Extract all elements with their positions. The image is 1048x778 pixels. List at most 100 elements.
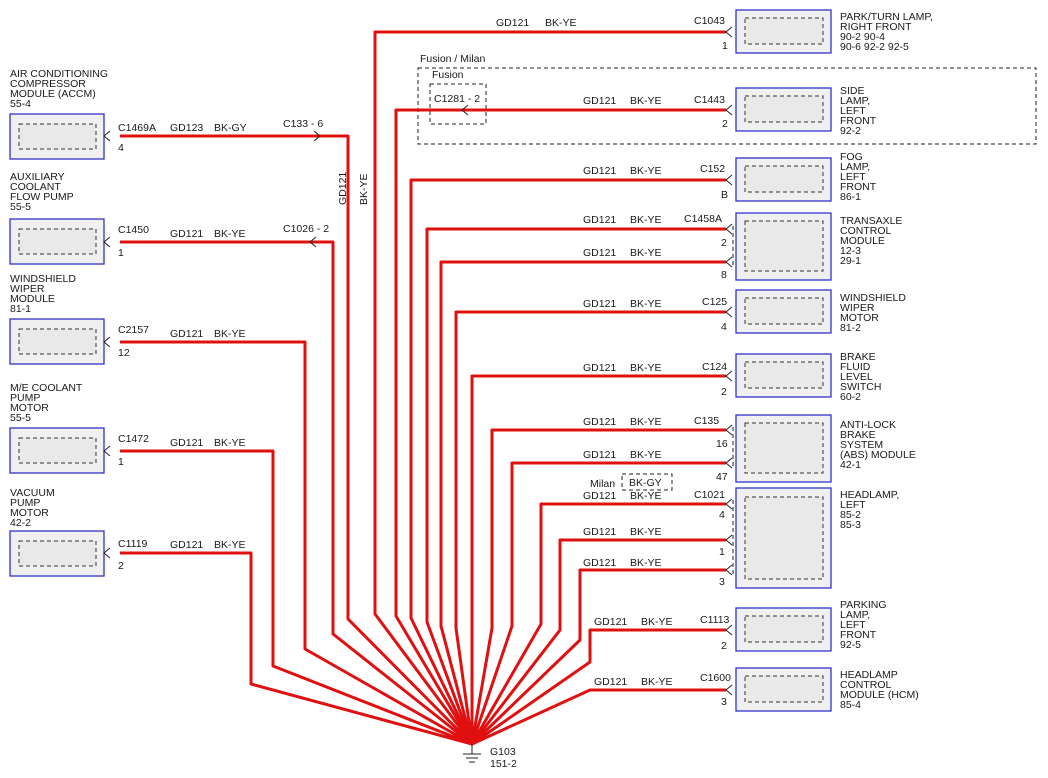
inline-connector-c133-arrow [313,130,321,142]
connector-id: C1113 [700,614,730,626]
circuit-id: GD121 [594,676,627,688]
pin-number: 12 [118,347,130,359]
wire-accm[interactable] [120,134,474,746]
pin-number: 4 [721,321,727,333]
wire-headlamp-1[interactable] [470,538,726,745]
wire-brake-fluid[interactable] [470,374,726,744]
circuit-id: GD121 [583,214,616,226]
connector-id: C2157 [118,324,149,336]
circuit-id: GD121 [170,328,203,340]
wire-color: BK-YE [630,416,662,428]
wire-windshield-wiper-motor[interactable] [454,310,726,745]
connector-arrow [725,624,733,636]
wire-vacuum-pump[interactable] [120,551,473,746]
wire-color: BK-YE [630,362,662,374]
circuit-id: GD121 [583,165,616,177]
fusion-label: Fusion [432,69,464,81]
connector-arrow [103,547,111,559]
wire-color: BK-YE [545,17,577,29]
pin-number: 1 [722,40,728,52]
connector-arrow [103,236,111,248]
connector-arrow [103,445,111,457]
wire-tcm-2[interactable] [425,227,726,745]
inline-connector-c1026-arrow [309,236,317,248]
connector-arrow [725,564,733,576]
wire-abs-16[interactable] [470,428,726,745]
wire-fog-lamp[interactable] [409,178,726,745]
connector-id: C1472 [118,433,149,445]
pin-number: 3 [719,576,725,588]
wire-windshield-wiper-module[interactable] [120,340,473,746]
inline-connector-c133: C133 - 6 [283,118,323,130]
fusion-milan-label: Fusion / Milan [420,53,486,65]
wire-abs-47[interactable] [470,461,726,745]
inline-connector-c1026: C1026 - 2 [283,223,329,235]
connector-id: C152 [700,163,725,175]
pin-number: B [721,189,728,201]
milan-note-box [621,473,673,491]
wire-color: BK-GY [214,122,247,134]
splice-c1281: C1281 - 2 [434,93,480,105]
wire-color: BK-YE [630,298,662,310]
circuit-id: GD121 [583,490,616,502]
wire-c1281[interactable] [394,108,474,745]
wire-color: BK-YE [630,214,662,226]
wire-me-coolant[interactable] [120,449,473,746]
wire-hcm[interactable] [471,688,726,746]
wire-color: BK-YE [641,616,673,628]
connector-id: C1119 [118,538,148,550]
connector-arrow [725,424,733,436]
connector-id: C1469A [118,122,156,134]
vertical-circuit-label: GD121 [337,172,349,205]
pin-number: 2 [721,386,727,398]
pin-number: 16 [716,438,728,450]
vertical-color-label: BK-YE [358,173,370,205]
wire-headlamp-3[interactable] [470,568,726,746]
pin-number: 2 [722,118,728,130]
connector-id: C124 [702,361,727,373]
wire-headlamp-4[interactable] [470,502,726,745]
ground-g103[interactable]: G103 151-2 [463,744,517,770]
pin-number: 1 [719,546,725,558]
connector-arrow [103,336,111,348]
connector-id: C1043 [694,15,725,27]
connector-arrow [725,104,733,116]
connector-arrow [725,498,733,510]
ground-ref: 151-2 [490,758,517,770]
circuit-id: GD121 [583,247,616,259]
connector-id: C1600 [700,672,731,684]
pin-number: 2 [721,237,727,249]
wire-color: BK-YE [214,328,246,340]
connector-arrow [725,306,733,318]
wire-aux-coolant[interactable] [120,240,473,746]
circuit-id: GD121 [170,539,203,551]
wire-parking-lamp[interactable] [471,628,726,746]
wire-tcm-8[interactable] [439,260,726,745]
circuit-id: GD121 [594,616,627,628]
wire-color: BK-YE [630,526,662,538]
connector-arrow [725,26,733,38]
wire-park-turn[interactable] [373,30,726,745]
